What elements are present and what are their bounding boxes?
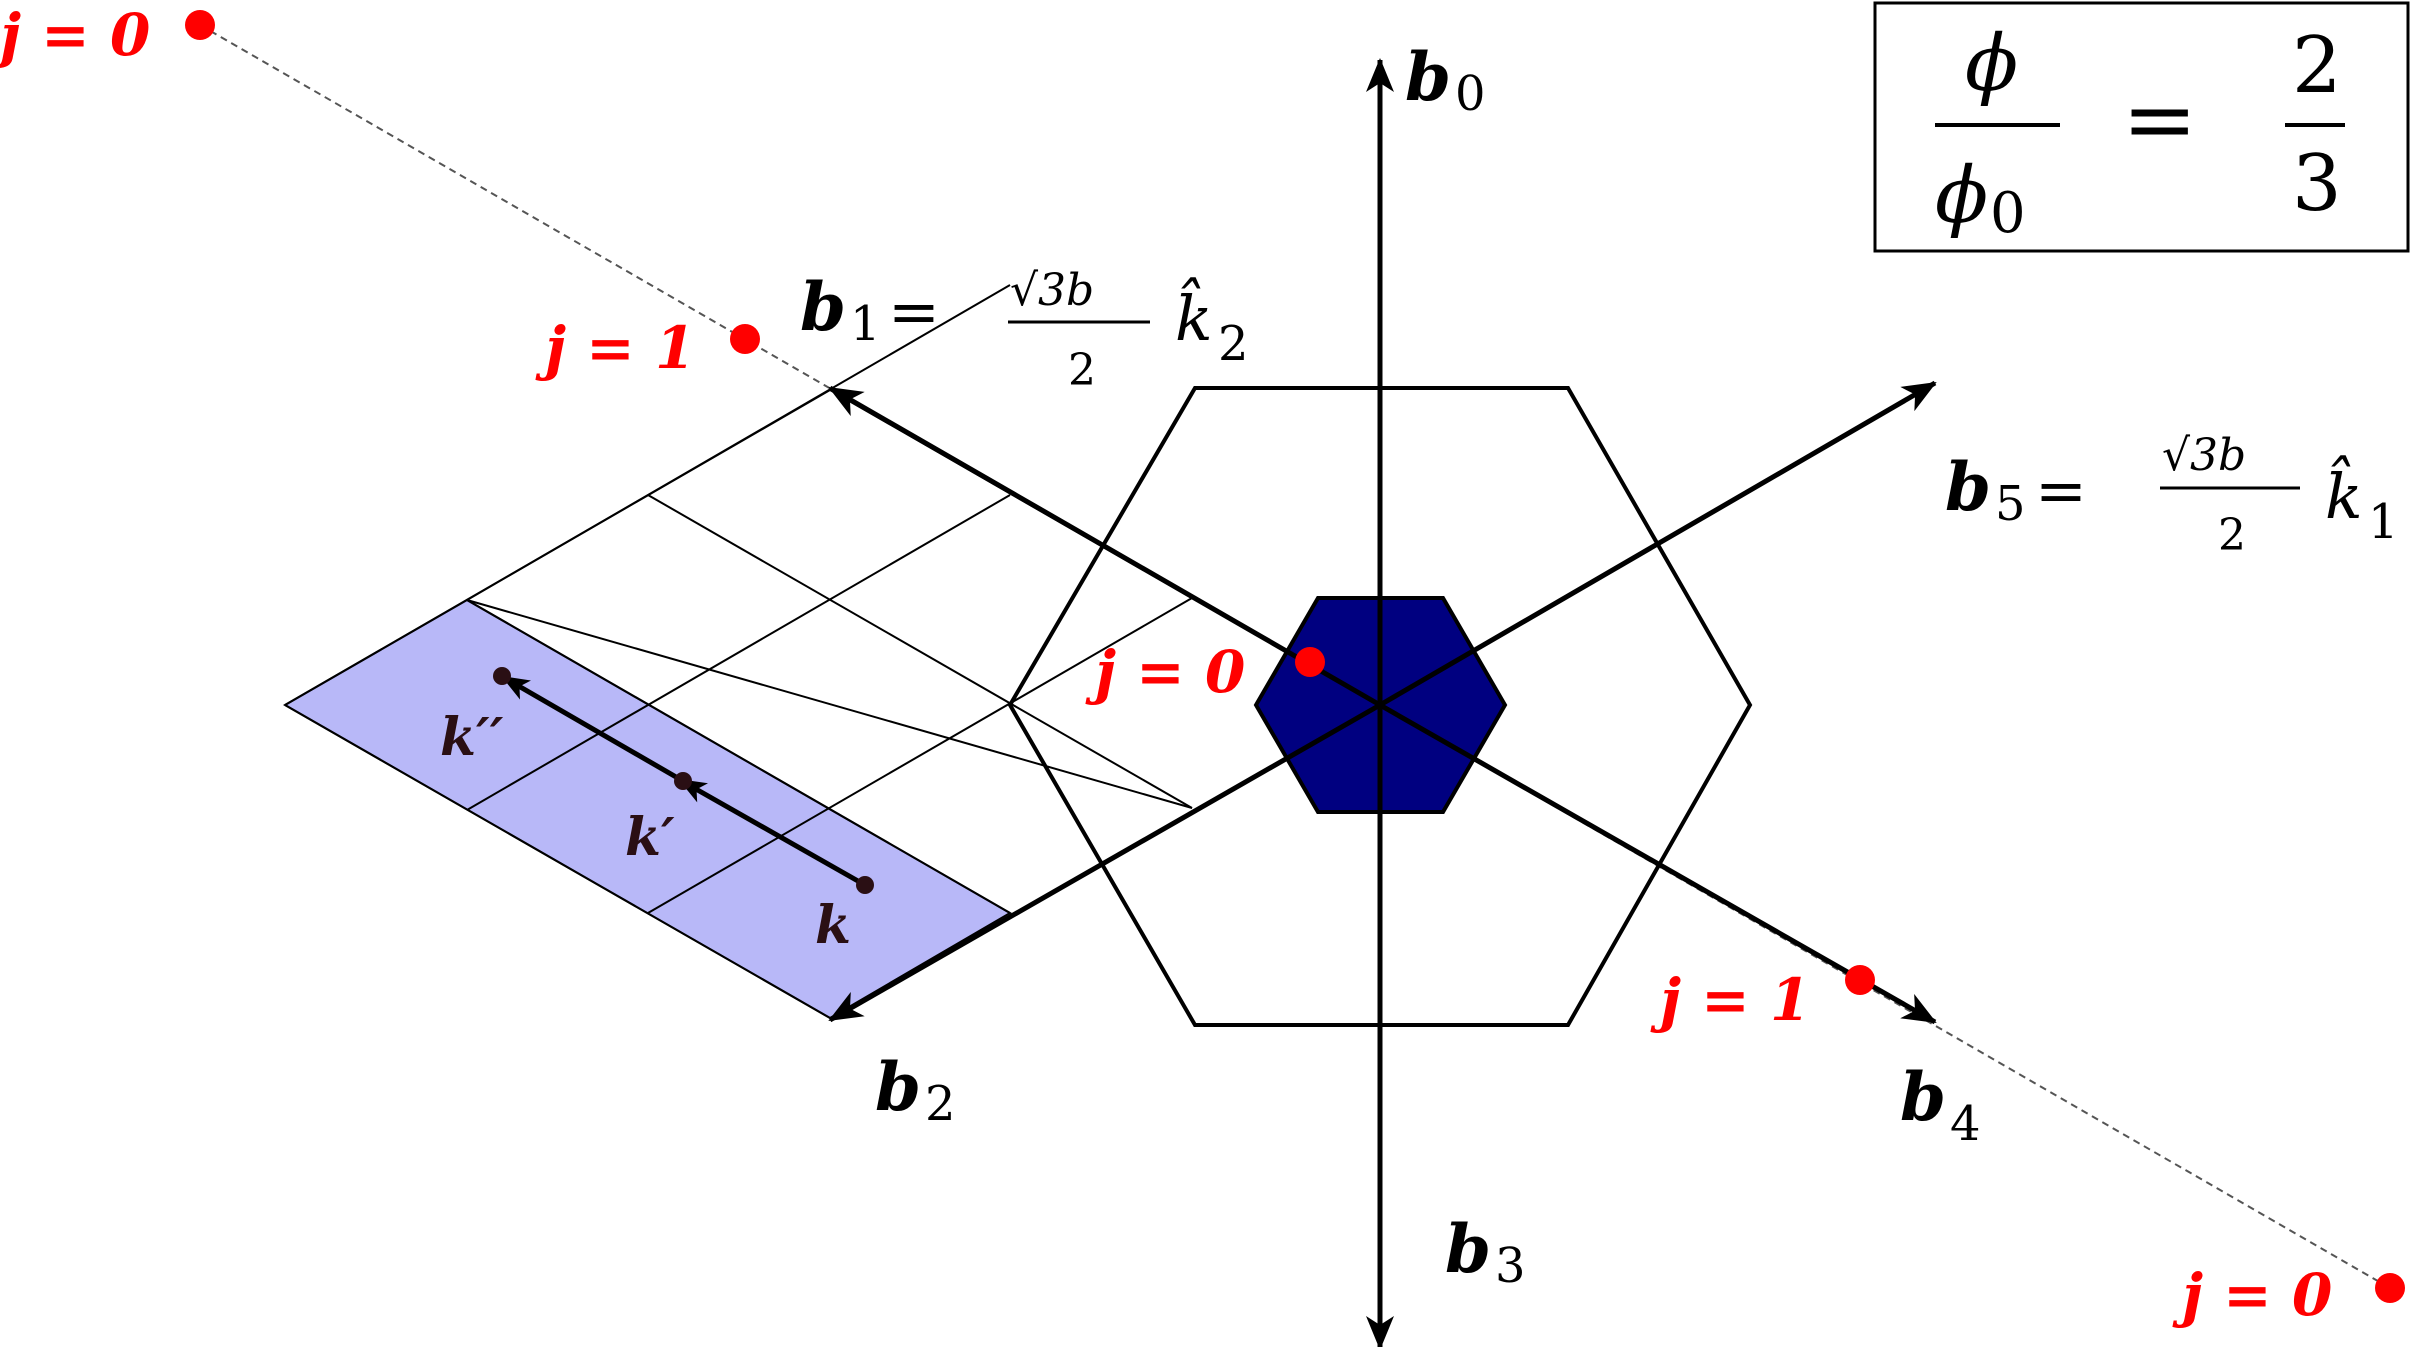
b1-label: b 1 = √3b 2 k̂ 2 — [800, 265, 1249, 396]
svg-text:2: 2 — [2292, 21, 2342, 111]
svg-text:b: b — [875, 1048, 921, 1126]
k-prime-point — [674, 772, 692, 790]
k-double-prime-point — [493, 667, 511, 685]
svg-text:√3b: √3b — [2162, 430, 2246, 481]
k-prime-label: k′ — [625, 807, 675, 868]
svg-text:k̂: k̂ — [2325, 455, 2363, 533]
svg-text:ϕ: ϕ — [1965, 19, 2018, 109]
svg-text:2: 2 — [925, 1076, 956, 1132]
svg-text:1: 1 — [850, 296, 881, 352]
svg-text:3: 3 — [1495, 1238, 1526, 1294]
svg-text:=: = — [2035, 454, 2087, 527]
k-point — [856, 876, 874, 894]
svg-text:b: b — [800, 268, 846, 346]
k-double-prime-label: k′′ — [440, 707, 504, 768]
b4-axis — [1378, 702, 1937, 1025]
svg-text:ϕ: ϕ — [1935, 151, 1988, 241]
b2-axis — [828, 702, 1382, 1023]
b5-label: b 5 = √3b 2 k̂ 1 — [1945, 430, 2399, 561]
svg-text:0: 0 — [1990, 181, 2026, 246]
svg-text:2: 2 — [1218, 316, 1249, 372]
svg-text:3: 3 — [2292, 139, 2342, 229]
svg-text:0: 0 — [1455, 66, 1486, 122]
svg-text:b: b — [1900, 1058, 1946, 1136]
svg-text:√3b: √3b — [1010, 265, 1094, 316]
svg-text:2: 2 — [2218, 510, 2246, 561]
k-arrows — [501, 674, 867, 888]
point-j1-lower — [1845, 965, 1875, 995]
point-j0-center — [1295, 647, 1325, 677]
svg-text:b: b — [1445, 1210, 1491, 1288]
b4-label: b 4 — [1900, 1058, 1981, 1152]
reciprocal-vectors — [828, 58, 1937, 1350]
j-label-far-lower-right: j = 0 — [2172, 1261, 2332, 1329]
b0-label: b 0 — [1405, 38, 1486, 122]
large-hexagon — [1007, 386, 1753, 1027]
b2-label: b 2 — [875, 1048, 956, 1132]
point-j0-far-upper-left — [185, 10, 215, 40]
flux-ratio-box: ϕ ϕ 0 = 2 3 — [1873, 1, 2410, 253]
svg-text:2: 2 — [1068, 345, 1096, 396]
j-label-upper: j = 1 — [535, 314, 695, 382]
point-j0-far-lower-right — [2375, 1273, 2405, 1303]
svg-text:b: b — [1945, 448, 1991, 526]
j-label-far-upper-left: j = 0 — [0, 1, 150, 69]
b1-axis — [828, 385, 1382, 708]
j-label-center: j = 0 — [1085, 638, 1245, 706]
svg-text:=: = — [2122, 67, 2197, 172]
svg-text:b: b — [1405, 38, 1451, 116]
svg-text:5: 5 — [1995, 476, 2026, 532]
j-label-lower: j = 1 — [1650, 966, 1810, 1034]
svg-text:4: 4 — [1950, 1096, 1981, 1152]
svg-text:=: = — [888, 275, 940, 348]
point-j1-upper — [730, 324, 760, 354]
b5-axis — [1378, 380, 1937, 708]
b3-label: b 3 — [1445, 1210, 1526, 1294]
svg-text:k̂: k̂ — [1175, 277, 1213, 355]
k-label: k — [815, 895, 851, 956]
svg-text:1: 1 — [2368, 494, 2399, 550]
